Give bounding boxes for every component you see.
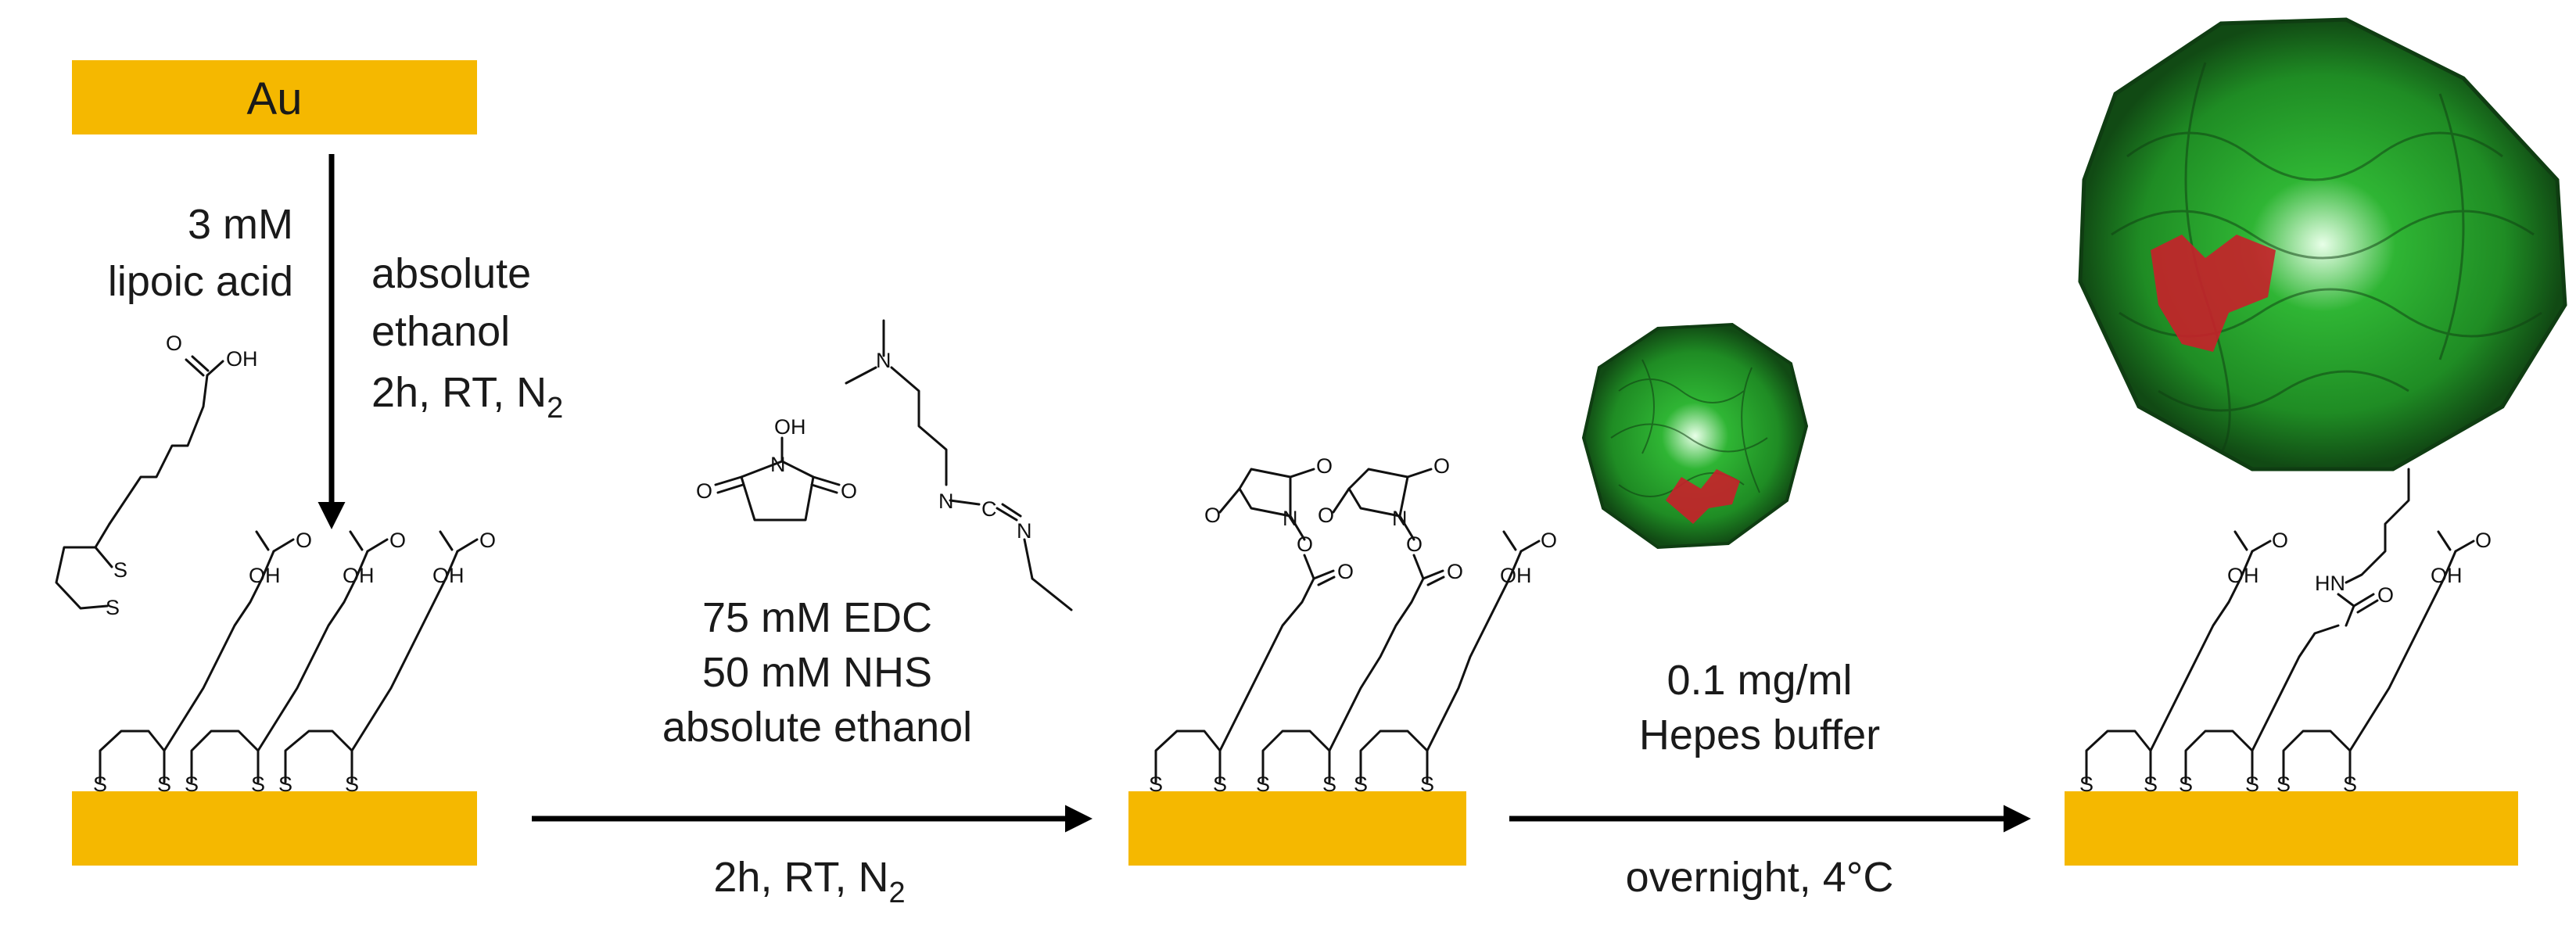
svg-text:S: S — [1256, 773, 1270, 796]
svg-text:HN: HN — [2315, 572, 2345, 595]
svg-text:S: S — [1213, 773, 1227, 796]
svg-text:S: S — [185, 773, 199, 796]
reagent-concentration: 3 mM — [188, 201, 293, 248]
step3-conditions: overnight, 4°C — [1626, 854, 1894, 901]
svg-text:S: S — [93, 773, 107, 796]
svg-text:O: O — [479, 529, 496, 552]
step2-conditions: 2h, RT, N2 — [713, 854, 905, 909]
active-site-small — [1666, 469, 1740, 524]
step2-solvent: absolute ethanol — [662, 704, 972, 751]
active-site-large — [2151, 235, 2276, 352]
nhs-concentration: 50 mM NHS — [702, 649, 932, 696]
svg-text:N: N — [1392, 507, 1408, 530]
svg-text:S: S — [2343, 773, 2357, 796]
step1-conditions: 2h, RT, N2 — [371, 369, 563, 425]
svg-text:S: S — [1149, 773, 1163, 796]
svg-text:N: N — [876, 349, 892, 372]
step3-buffer: Hepes buffer — [1639, 712, 1880, 758]
svg-text:O: O — [1406, 532, 1423, 556]
svg-text:OH: OH — [226, 347, 258, 371]
protein-coupled-monolayer: HN O OH O S S S S OH O S S — [2079, 468, 2492, 796]
svg-text:N: N — [1017, 519, 1032, 543]
protein-structure-large — [2078, 17, 2567, 471]
svg-text:O: O — [696, 479, 712, 503]
svg-text:O: O — [1337, 560, 1354, 583]
svg-text:N: N — [1283, 507, 1298, 530]
svg-text:OH: OH — [343, 564, 375, 587]
gold-substrate-top — [72, 60, 477, 134]
svg-text:O: O — [1447, 560, 1463, 583]
lipoic-acid-monolayer: OH O S S OH O S S OH O S S — [93, 529, 496, 796]
svg-text:OH: OH — [2227, 564, 2259, 587]
svg-text:S: S — [106, 596, 120, 619]
svg-text:O: O — [389, 529, 406, 552]
svg-text:S: S — [2276, 773, 2291, 796]
svg-text:O: O — [1204, 504, 1221, 527]
lipoic-acid-structure: S S O OH — [55, 332, 258, 619]
edc-structure: N N C N — [845, 319, 1073, 611]
svg-text:OH: OH — [249, 564, 281, 587]
svg-text:S: S — [2179, 773, 2193, 796]
svg-text:O: O — [166, 332, 182, 355]
svg-text:O: O — [1433, 454, 1450, 478]
svg-text:S: S — [1322, 773, 1336, 796]
svg-text:OH: OH — [1500, 564, 1532, 587]
svg-text:S: S — [345, 773, 359, 796]
svg-text:S: S — [2245, 773, 2259, 796]
gold-label: Au — [247, 73, 303, 124]
svg-text:N: N — [938, 489, 954, 513]
gold-substrate-1 — [72, 791, 477, 866]
svg-text:S: S — [157, 773, 171, 796]
svg-text:S: S — [2144, 773, 2158, 796]
svg-text:S: S — [1354, 773, 1368, 796]
svg-text:C: C — [981, 497, 997, 521]
edc-concentration: 75 mM EDC — [702, 594, 932, 641]
svg-text:N: N — [770, 453, 786, 476]
svg-text:OH: OH — [774, 415, 806, 439]
gold-substrate-3 — [2065, 791, 2518, 866]
svg-text:S: S — [2079, 773, 2093, 796]
nhs-ester-monolayer: O O N O O S S O O N O O S S OH O S S — [1149, 454, 1557, 796]
svg-text:O: O — [1318, 504, 1334, 527]
svg-text:S: S — [278, 773, 292, 796]
protein-structure-small — [1581, 322, 1809, 550]
svg-text:O: O — [296, 529, 312, 552]
svg-text:O: O — [2377, 583, 2394, 607]
svg-text:S: S — [251, 773, 265, 796]
reagent-name: lipoic acid — [108, 258, 293, 305]
svg-text:O: O — [2272, 529, 2288, 552]
svg-text:OH: OH — [432, 564, 465, 587]
svg-text:O: O — [841, 479, 857, 503]
svg-text:O: O — [2475, 529, 2492, 552]
svg-text:O: O — [1541, 529, 1557, 552]
step1-solvent-1: absolute — [371, 250, 531, 297]
svg-text:O: O — [1297, 532, 1313, 556]
svg-text:OH: OH — [2431, 564, 2463, 587]
step1-solvent-2: ethanol — [371, 308, 510, 355]
svg-text:S: S — [113, 558, 127, 582]
svg-text:O: O — [1316, 454, 1333, 478]
nhs-structure: N OH O O — [696, 415, 857, 522]
protein-concentration: 0.1 mg/ml — [1667, 657, 1852, 704]
svg-text:S: S — [1420, 773, 1434, 796]
gold-substrate-2 — [1128, 791, 1466, 866]
